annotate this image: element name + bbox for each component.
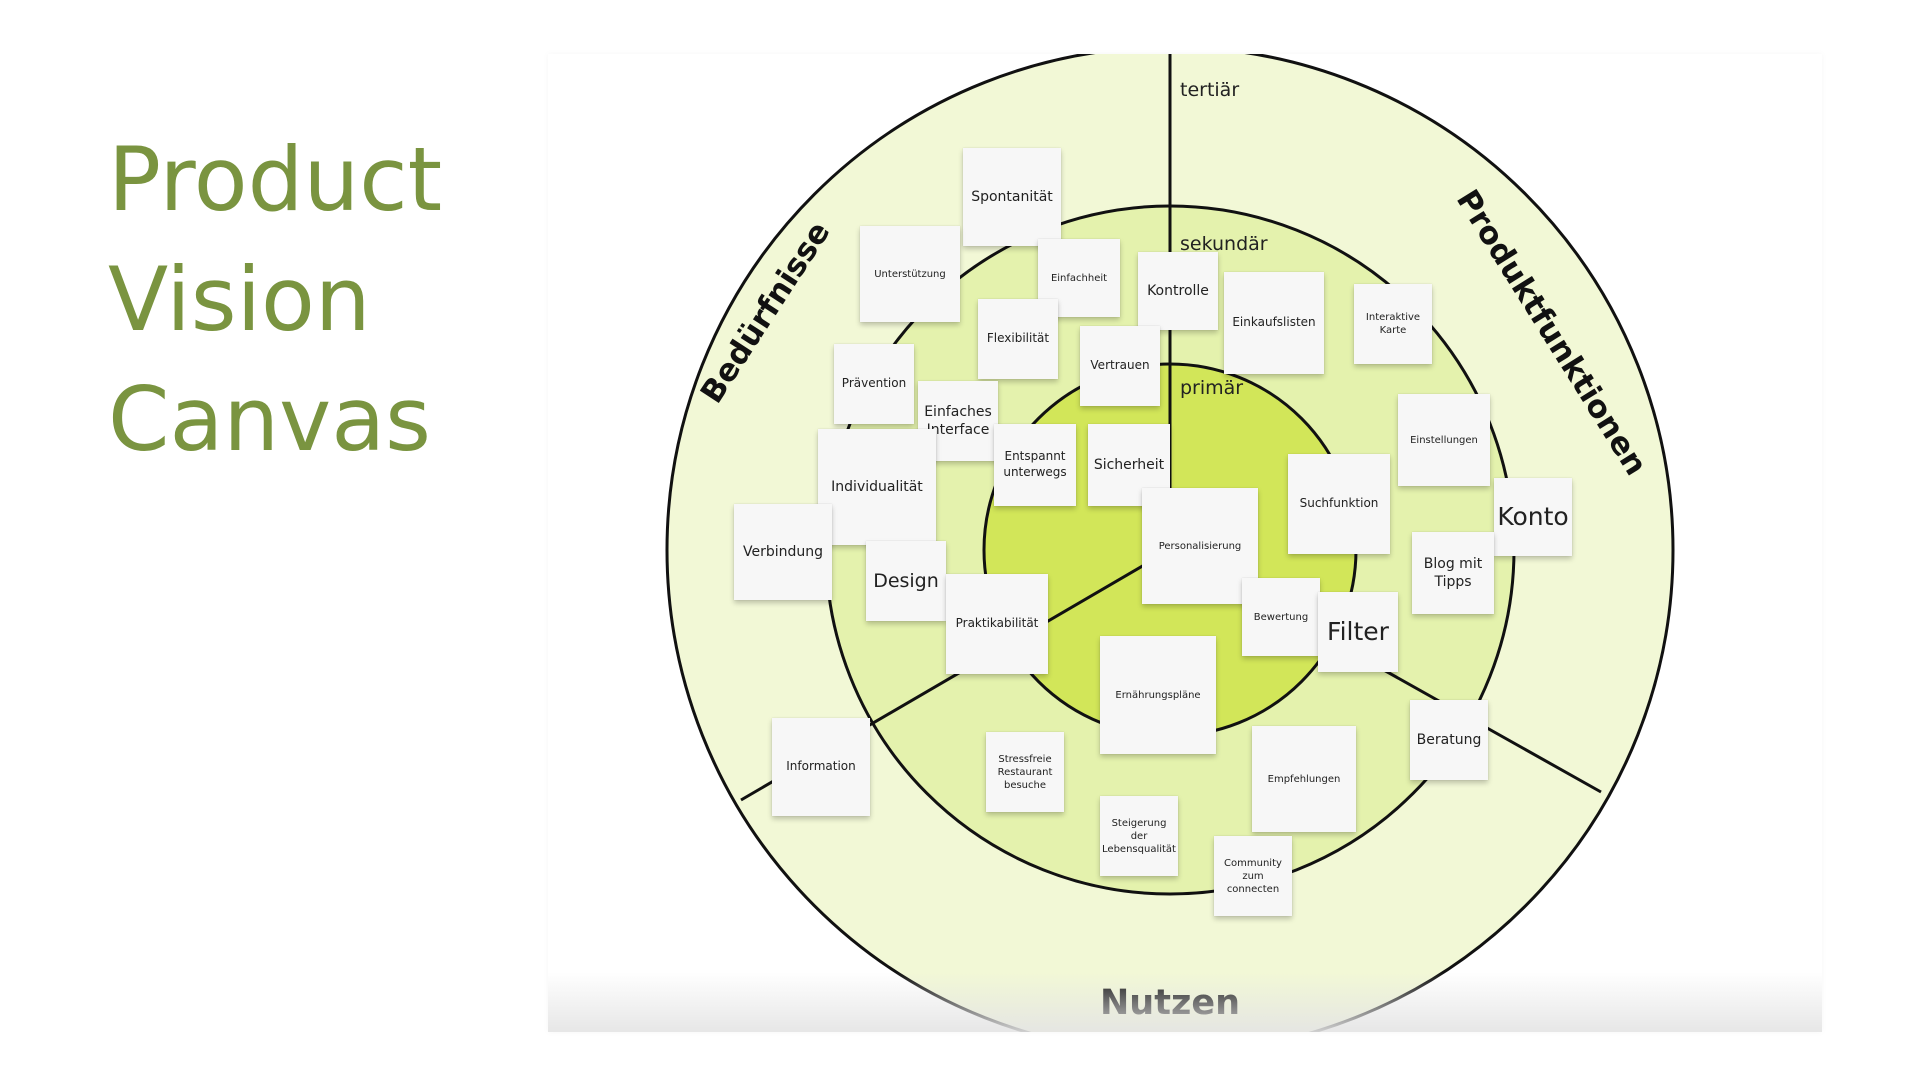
note-spontanitaet[interactable]: Spontanität (963, 148, 1061, 246)
note-beratung[interactable]: Beratung (1410, 700, 1488, 780)
note-vertrauen[interactable]: Vertrauen (1080, 326, 1160, 406)
note-ernaehrungsplaene[interactable]: Ernährungspläne (1100, 636, 1216, 754)
note-individualitaet[interactable]: Individualität (818, 429, 936, 545)
note-konto[interactable]: Konto (1494, 478, 1572, 556)
note-filter[interactable]: Filter (1318, 592, 1398, 672)
note-kontrolle[interactable]: Kontrolle (1138, 252, 1218, 330)
note-steigerung-der-lebensqualitaet[interactable]: Steigerung der Lebensqualität (1100, 796, 1178, 876)
note-einstellungen[interactable]: Einstellungen (1398, 394, 1490, 486)
page-title: Product Vision Canvas (108, 120, 442, 480)
segment-label-nutzen: Nutzen (1100, 983, 1240, 1023)
ring-label-secondary: sekundär (1180, 233, 1268, 255)
title-line-product: Product (108, 128, 443, 231)
title-line-canvas: Canvas (108, 368, 431, 471)
note-unterstuetzung[interactable]: Unterstützung (860, 226, 960, 322)
title-line-vision: Vision (108, 248, 371, 351)
note-verbindung[interactable]: Verbindung (734, 504, 832, 600)
note-praktikabilitaet[interactable]: Praktikabilität (946, 574, 1048, 674)
note-blog-mit-tipps[interactable]: Blog mit Tipps (1412, 532, 1494, 614)
note-interaktive-karte[interactable]: Interaktive Karte (1354, 284, 1432, 364)
product-vision-canvas: tertiär sekundär primär Bedürfnisse Prod… (548, 54, 1822, 1032)
note-information[interactable]: Information (772, 718, 870, 816)
ring-label-primary: primär (1180, 377, 1243, 399)
note-design[interactable]: Design (866, 541, 946, 621)
note-bewertung[interactable]: Bewertung (1242, 578, 1320, 656)
note-stressfreie-restaurant-besuche[interactable]: Stressfreie Restaurant besuche (986, 732, 1064, 812)
note-personalisierung[interactable]: Personalisierung (1142, 488, 1258, 604)
note-flexibilitaet[interactable]: Flexibilität (978, 299, 1058, 379)
ring-label-tertiary: tertiär (1180, 79, 1239, 101)
note-einkaufslisten[interactable]: Einkaufslisten (1224, 272, 1324, 374)
note-empfehlungen[interactable]: Empfehlungen (1252, 726, 1356, 832)
note-entspannt-unterwegs[interactable]: Entspannt unterwegs (994, 424, 1076, 506)
note-suchfunktion[interactable]: Suchfunktion (1288, 454, 1390, 554)
note-community-zum-connecten[interactable]: Community zum connecten (1214, 836, 1292, 916)
note-praevention[interactable]: Prävention (834, 344, 914, 424)
